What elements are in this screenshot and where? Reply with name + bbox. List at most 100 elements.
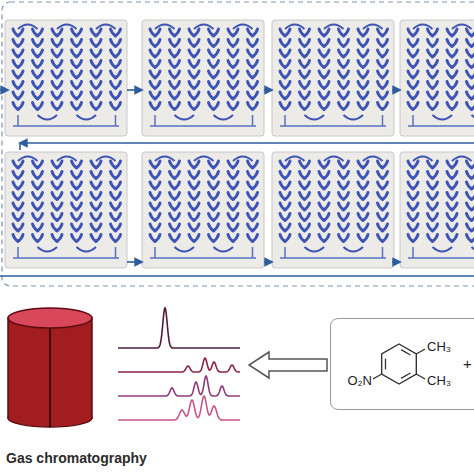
mixer-unit (150, 235, 160, 242)
mixer-unit (150, 82, 160, 89)
channel-turn (57, 25, 77, 30)
outlet-channel (382, 115, 384, 126)
mixer-unit (228, 71, 238, 78)
microchip (5, 152, 127, 268)
mixer-unit (33, 92, 43, 99)
mixer-unit (300, 103, 310, 110)
mixer-unit (248, 92, 258, 99)
channel-turn (324, 25, 344, 30)
mixer-unit (280, 203, 290, 210)
flow-line (0, 89, 8, 91)
mixer-unit (428, 161, 438, 168)
mixer-unit (248, 40, 258, 47)
channel-turn (305, 115, 325, 120)
mixer-unit (228, 182, 238, 189)
flow-line (20, 142, 474, 144)
mixer-unit (13, 161, 23, 168)
chip-plate (272, 152, 394, 268)
mixer-unit (280, 172, 290, 179)
mixer-unit (52, 203, 62, 210)
mixer-unit (447, 235, 457, 242)
channel-turn (77, 115, 97, 120)
outlet-channel (150, 125, 256, 127)
channel-turn (214, 115, 234, 120)
mixer-unit (111, 235, 121, 242)
mixer-unit (378, 92, 388, 99)
mixer-unit (319, 224, 329, 231)
mixer-unit (378, 103, 388, 110)
mixer-unit (170, 82, 180, 89)
channel-turn (233, 157, 253, 162)
mixer-unit (447, 182, 457, 189)
mixer-unit (111, 203, 121, 210)
outlet-channel (115, 115, 117, 126)
mixer-unit (300, 71, 310, 78)
mixer-unit (447, 103, 457, 110)
mixer-unit (339, 203, 349, 210)
mixer-unit (248, 71, 258, 78)
mixer-unit (408, 224, 418, 231)
mixer-unit (358, 92, 368, 99)
mixer-unit (52, 29, 62, 36)
flow-line (392, 89, 400, 91)
mixer-unit (13, 203, 23, 210)
formula-group: O₂N (347, 373, 372, 388)
mixer-unit (170, 214, 180, 221)
gc-illustration (0, 300, 246, 472)
mixer-unit (111, 61, 121, 68)
mixer-unit (189, 161, 199, 168)
outlet-channel (115, 247, 117, 258)
mixer-unit (428, 224, 438, 231)
mixer-unit (72, 82, 82, 89)
mixer-unit (52, 161, 62, 168)
mixer-unit (378, 224, 388, 231)
mixer-unit (13, 235, 23, 242)
mixer-unit (467, 92, 474, 99)
mixer-unit (248, 103, 258, 110)
mixer-unit (209, 161, 219, 168)
mixer-unit (209, 224, 219, 231)
mixer-unit (358, 161, 368, 168)
mixer-unit (228, 203, 238, 210)
channel-turn (214, 247, 234, 252)
mixer-unit (150, 103, 160, 110)
chromatogram-trace (118, 396, 240, 420)
mixer-unit (209, 92, 219, 99)
mixer-unit (467, 161, 474, 168)
flow-line (127, 261, 142, 263)
mixer-unit (170, 203, 180, 210)
mixer-unit (52, 224, 62, 231)
mixer-unit (228, 161, 238, 168)
mixer-unit (228, 172, 238, 179)
mixer-unit (467, 71, 474, 78)
mixer-unit (300, 214, 310, 221)
mixer-unit (280, 82, 290, 89)
channel-turn (38, 115, 58, 120)
channel-turn (413, 25, 433, 30)
mixer-unit (319, 182, 329, 189)
mixer-unit (189, 235, 199, 242)
mixer-unit (447, 172, 457, 179)
channel-turn (155, 157, 175, 162)
mixer-unit (339, 29, 349, 36)
mixer-unit (428, 50, 438, 57)
mixer-unit (280, 182, 290, 189)
mixer-unit (13, 172, 23, 179)
mixer-unit (280, 71, 290, 78)
flow-line (0, 275, 474, 277)
mixer-unit (447, 50, 457, 57)
mixer-unit (13, 29, 23, 36)
mixer-unit (428, 193, 438, 200)
mixer-unit (467, 203, 474, 210)
benzene-ring (382, 344, 417, 384)
outlet-channel (408, 257, 474, 259)
mixer-unit (467, 235, 474, 242)
mixer-unit (72, 92, 82, 99)
mixer-unit (378, 214, 388, 221)
mixer-unit (72, 61, 82, 68)
channel-turn (18, 157, 38, 162)
mixer-unit (447, 71, 457, 78)
mixer-unit (408, 71, 418, 78)
mixer-unit (447, 92, 457, 99)
mixer-unit (150, 214, 160, 221)
